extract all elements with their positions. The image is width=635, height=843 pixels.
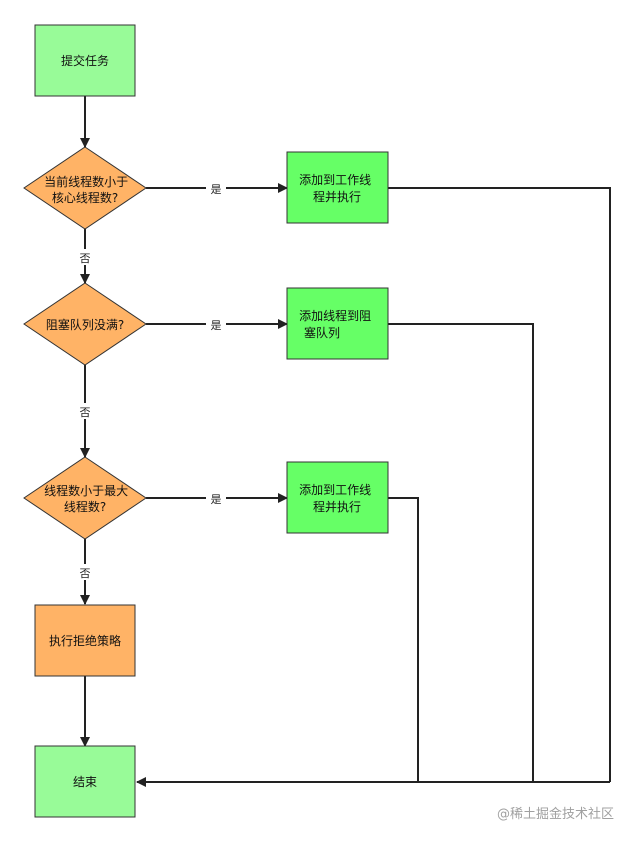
node-submit-text: 提交任务 — [61, 53, 109, 68]
node-add-worker-1: 添加到工作线 程并执行 — [286, 151, 389, 224]
node-p3-line1: 添加到工作线 — [299, 483, 371, 497]
edge-p2-to-end — [388, 323, 534, 782]
node-d3-line1: 线程数小于最大 — [44, 483, 128, 498]
edge-labels: 是 是 是 否 否 否 — [76, 180, 226, 580]
svg-text:添加到工作线 程并执行: 添加到工作线 程并执行 — [299, 483, 375, 514]
svg-text:提交任务: 提交任务 — [61, 53, 109, 68]
label-no-2: 否 — [80, 406, 91, 419]
node-decision-core-threads: 当前线程数小于 核心线程数? — [23, 146, 147, 230]
node-d2-line1: 阻塞队列没满? — [46, 317, 124, 332]
svg-text:阻塞队列没满?: 阻塞队列没满? — [46, 317, 124, 332]
label-no-1: 否 — [80, 252, 91, 265]
edge-p3-to-end — [388, 497, 419, 782]
node-decision-queue-full: 阻塞队列没满? — [23, 282, 147, 366]
svg-text:添加线程到阻 塞队列: 添加线程到阻 塞队列 — [299, 308, 375, 340]
svg-text:执行拒绝策略: 执行拒绝策略 — [49, 633, 121, 648]
node-d1-line2: 核心线程数? — [52, 190, 118, 205]
edge-p1-to-end — [388, 187, 611, 782]
label-yes-3: 是 — [211, 493, 222, 506]
node-reject-text: 执行拒绝策略 — [49, 633, 121, 648]
label-no-3: 否 — [80, 567, 91, 580]
node-d3-line2: 线程数? — [64, 499, 106, 514]
node-p1-line1: 添加到工作线 — [299, 173, 371, 187]
node-submit: 提交任务 — [34, 24, 136, 97]
node-p1-line2: 程并执行 — [313, 189, 361, 204]
label-yes-2: 是 — [211, 319, 222, 332]
watermark-text: @稀土掘金技术社区 — [497, 806, 614, 822]
node-p3-line2: 程并执行 — [313, 499, 361, 514]
svg-text:当前线程数小于 核心线程数?: 当前线程数小于 核心线程数? — [44, 174, 132, 205]
node-decision-max-threads: 线程数小于最大 线程数? — [23, 456, 147, 540]
node-p2-line1: 添加线程到阻 — [299, 308, 371, 323]
node-d1-line1: 当前线程数小于 — [44, 174, 128, 189]
svg-text:线程数小于最大 线程数?: 线程数小于最大 线程数? — [44, 483, 132, 514]
node-end-text: 结束 — [73, 775, 97, 789]
node-add-to-queue: 添加线程到阻 塞队列 — [286, 287, 389, 360]
svg-text:添加到工作线 程并执行: 添加到工作线 程并执行 — [299, 173, 375, 204]
node-reject: 执行拒绝策略 — [34, 604, 136, 677]
svg-text:结束: 结束 — [73, 775, 97, 789]
node-end: 结束 — [34, 745, 136, 818]
node-add-worker-2: 添加到工作线 程并执行 — [286, 461, 389, 534]
node-p2-line2: 塞队列 — [304, 325, 340, 340]
label-yes-1: 是 — [211, 183, 222, 196]
